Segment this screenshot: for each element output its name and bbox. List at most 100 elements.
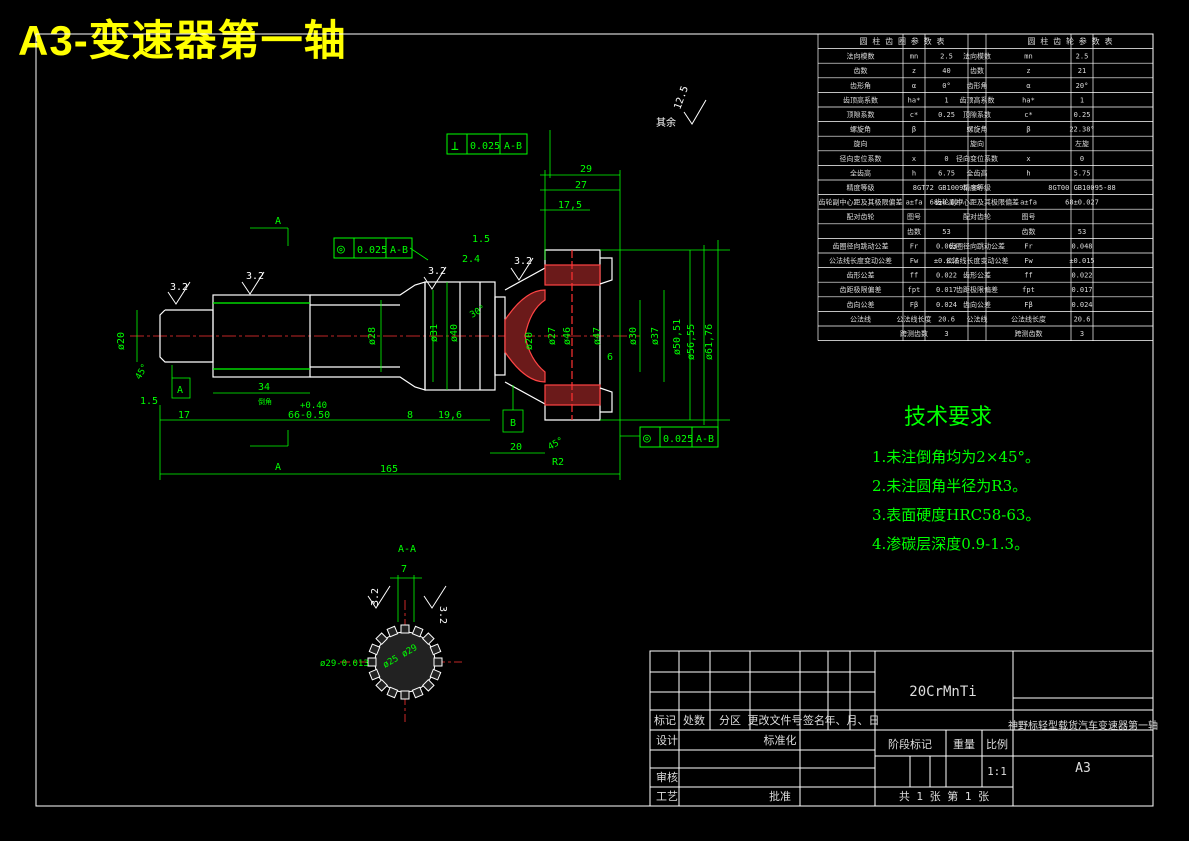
dim-phi37: ø37 xyxy=(650,327,661,345)
dim-phi40: ø40 xyxy=(449,324,460,342)
table-cell: 齿形公差 xyxy=(847,271,875,280)
table-cell: ±0.015 xyxy=(1069,257,1094,265)
table-cell: 螺旋角 xyxy=(850,125,871,134)
dim-27: 27 xyxy=(575,180,587,191)
table-header-left: 圆 柱 齿 圈 参 数 表 xyxy=(860,36,945,46)
tb-scale-val: 1:1 xyxy=(987,765,1007,778)
dim-34: 34 xyxy=(258,382,270,393)
spline-tooth xyxy=(400,624,410,634)
table-cell: 0.024 xyxy=(936,301,957,309)
table-cell: 2.5 xyxy=(1076,53,1089,61)
spline-tooth xyxy=(421,678,435,692)
table-cell: 全齿高 xyxy=(967,168,988,177)
table-cell: Fβ xyxy=(910,301,918,309)
table-cell: 20.6 xyxy=(938,315,955,323)
table-cell: 螺旋角 xyxy=(967,125,988,134)
section-width: 7 xyxy=(401,564,407,575)
dim-angle-45a: 45° xyxy=(134,362,151,381)
dim-2-4: 2.4 xyxy=(462,254,480,265)
table-cell: 40 xyxy=(942,67,950,75)
table-cell: 左旋 xyxy=(1075,139,1089,148)
tech-heading: 技术要求 xyxy=(904,405,992,430)
table-cell: 法向模数 xyxy=(847,52,875,61)
table-cell: ha* xyxy=(908,96,921,104)
table-cell: ff xyxy=(910,272,918,280)
table-cell: 3 xyxy=(1080,330,1084,338)
spline-section xyxy=(212,294,311,378)
section-mark-a2: A xyxy=(275,462,281,473)
roughness-3-2-c: 3.2 xyxy=(428,266,446,277)
section-label: A-A xyxy=(398,544,416,555)
dim-phi30: ø30 xyxy=(628,327,639,345)
tb-code: A3 xyxy=(1075,761,1091,776)
table-cell: 公法线长度 xyxy=(897,314,932,323)
spline-tooth xyxy=(375,632,389,646)
dimension-lines xyxy=(136,130,730,480)
table-cell: z xyxy=(912,67,916,75)
dim-19-6: 19,6 xyxy=(438,410,462,421)
table-cell: 齿形角 xyxy=(967,81,988,90)
table-cell: 配对齿轮 xyxy=(847,212,875,221)
table-cell: 径向变位系数 xyxy=(956,154,998,163)
table-header-right: 圆 柱 齿 轮 参 数 表 xyxy=(1028,36,1113,46)
table-cell: 0.017 xyxy=(936,286,957,294)
table-cell: 0.063 xyxy=(936,242,957,250)
tb-header: 分区 xyxy=(719,714,741,727)
gtol-run1-value: 0.025 xyxy=(357,245,387,256)
table-cell: 5.75 xyxy=(1074,169,1091,177)
spline-tooth xyxy=(433,657,443,667)
section-mark-a1: A xyxy=(275,216,281,227)
table-cell: c* xyxy=(1024,111,1032,119)
table-cell: z xyxy=(1026,67,1030,75)
table-cell: 1 xyxy=(1080,96,1084,104)
dim-phi46: ø46 xyxy=(562,327,573,345)
dim-r2: R2 xyxy=(552,457,564,468)
table-cell: 公法线 xyxy=(967,314,988,323)
dim-phi31: ø31 xyxy=(429,324,440,342)
spline-tooth xyxy=(400,690,410,700)
section-od: ø29-0.013 xyxy=(320,659,369,669)
table-cell: 齿圈径向跳动公差 xyxy=(833,241,889,250)
dim-66-tol: +0.40 xyxy=(300,401,327,411)
gtol-run1-symbol: ◎ xyxy=(337,242,345,257)
dim-angle-45b: 45° xyxy=(547,436,566,453)
spline-tooth xyxy=(411,686,424,699)
table-cell: 跨测齿数 xyxy=(1015,329,1043,338)
table-cell: 2.5 xyxy=(940,53,953,61)
table-cell: 精度等级 xyxy=(963,183,991,192)
table-cell: 53 xyxy=(942,228,950,236)
gtol-perp-value: 0.025 xyxy=(470,141,500,152)
table-cell: 精度等级 xyxy=(847,183,875,192)
table-cell: 6.75 xyxy=(938,169,955,177)
title-block xyxy=(649,650,1154,807)
roughness-3-2-f: 3.2 xyxy=(437,606,448,624)
dim-angle-30: 30° xyxy=(469,304,488,321)
dim-20: 20 xyxy=(510,442,522,453)
table-cell: 齿数 xyxy=(907,227,921,236)
spline-tooth xyxy=(386,625,399,638)
table-cell: 齿顶高系数 xyxy=(960,95,995,104)
tb-std: 标准化 xyxy=(764,733,797,747)
roughness-3-2-e: 3.2 xyxy=(370,588,381,606)
table-cell: 旋向 xyxy=(854,139,868,148)
tb-header: 标记 xyxy=(654,713,676,727)
table-cell: 0.048 xyxy=(1071,242,1092,250)
table-cell: 齿形公差 xyxy=(963,271,991,280)
table-cell: 公法线长度变动公差 xyxy=(829,256,892,265)
table-cell: 0° xyxy=(942,82,950,90)
spline-tooth xyxy=(375,678,389,692)
table-cell: Fw xyxy=(1024,257,1033,265)
table-cell: 0.25 xyxy=(938,111,955,119)
table-cell: 68±0.027 xyxy=(1065,199,1099,207)
roughness-3-2-a: 3.2 xyxy=(170,282,188,293)
gtol-perp-symbol: ⊥ xyxy=(451,139,459,154)
table-cell: 法向模数 xyxy=(963,52,991,61)
table-cell: 公法线 xyxy=(850,314,871,323)
tb-scale: 比例 xyxy=(986,737,1008,751)
gear-hatch-web xyxy=(504,289,546,383)
tech-item: 2.未注圆角半径为R3。 xyxy=(872,477,1027,495)
table-cell: 68±0.027 xyxy=(930,199,964,207)
roughness-12-5: 12.5 xyxy=(672,85,691,111)
dim-17-5: 17,5 xyxy=(558,200,582,211)
